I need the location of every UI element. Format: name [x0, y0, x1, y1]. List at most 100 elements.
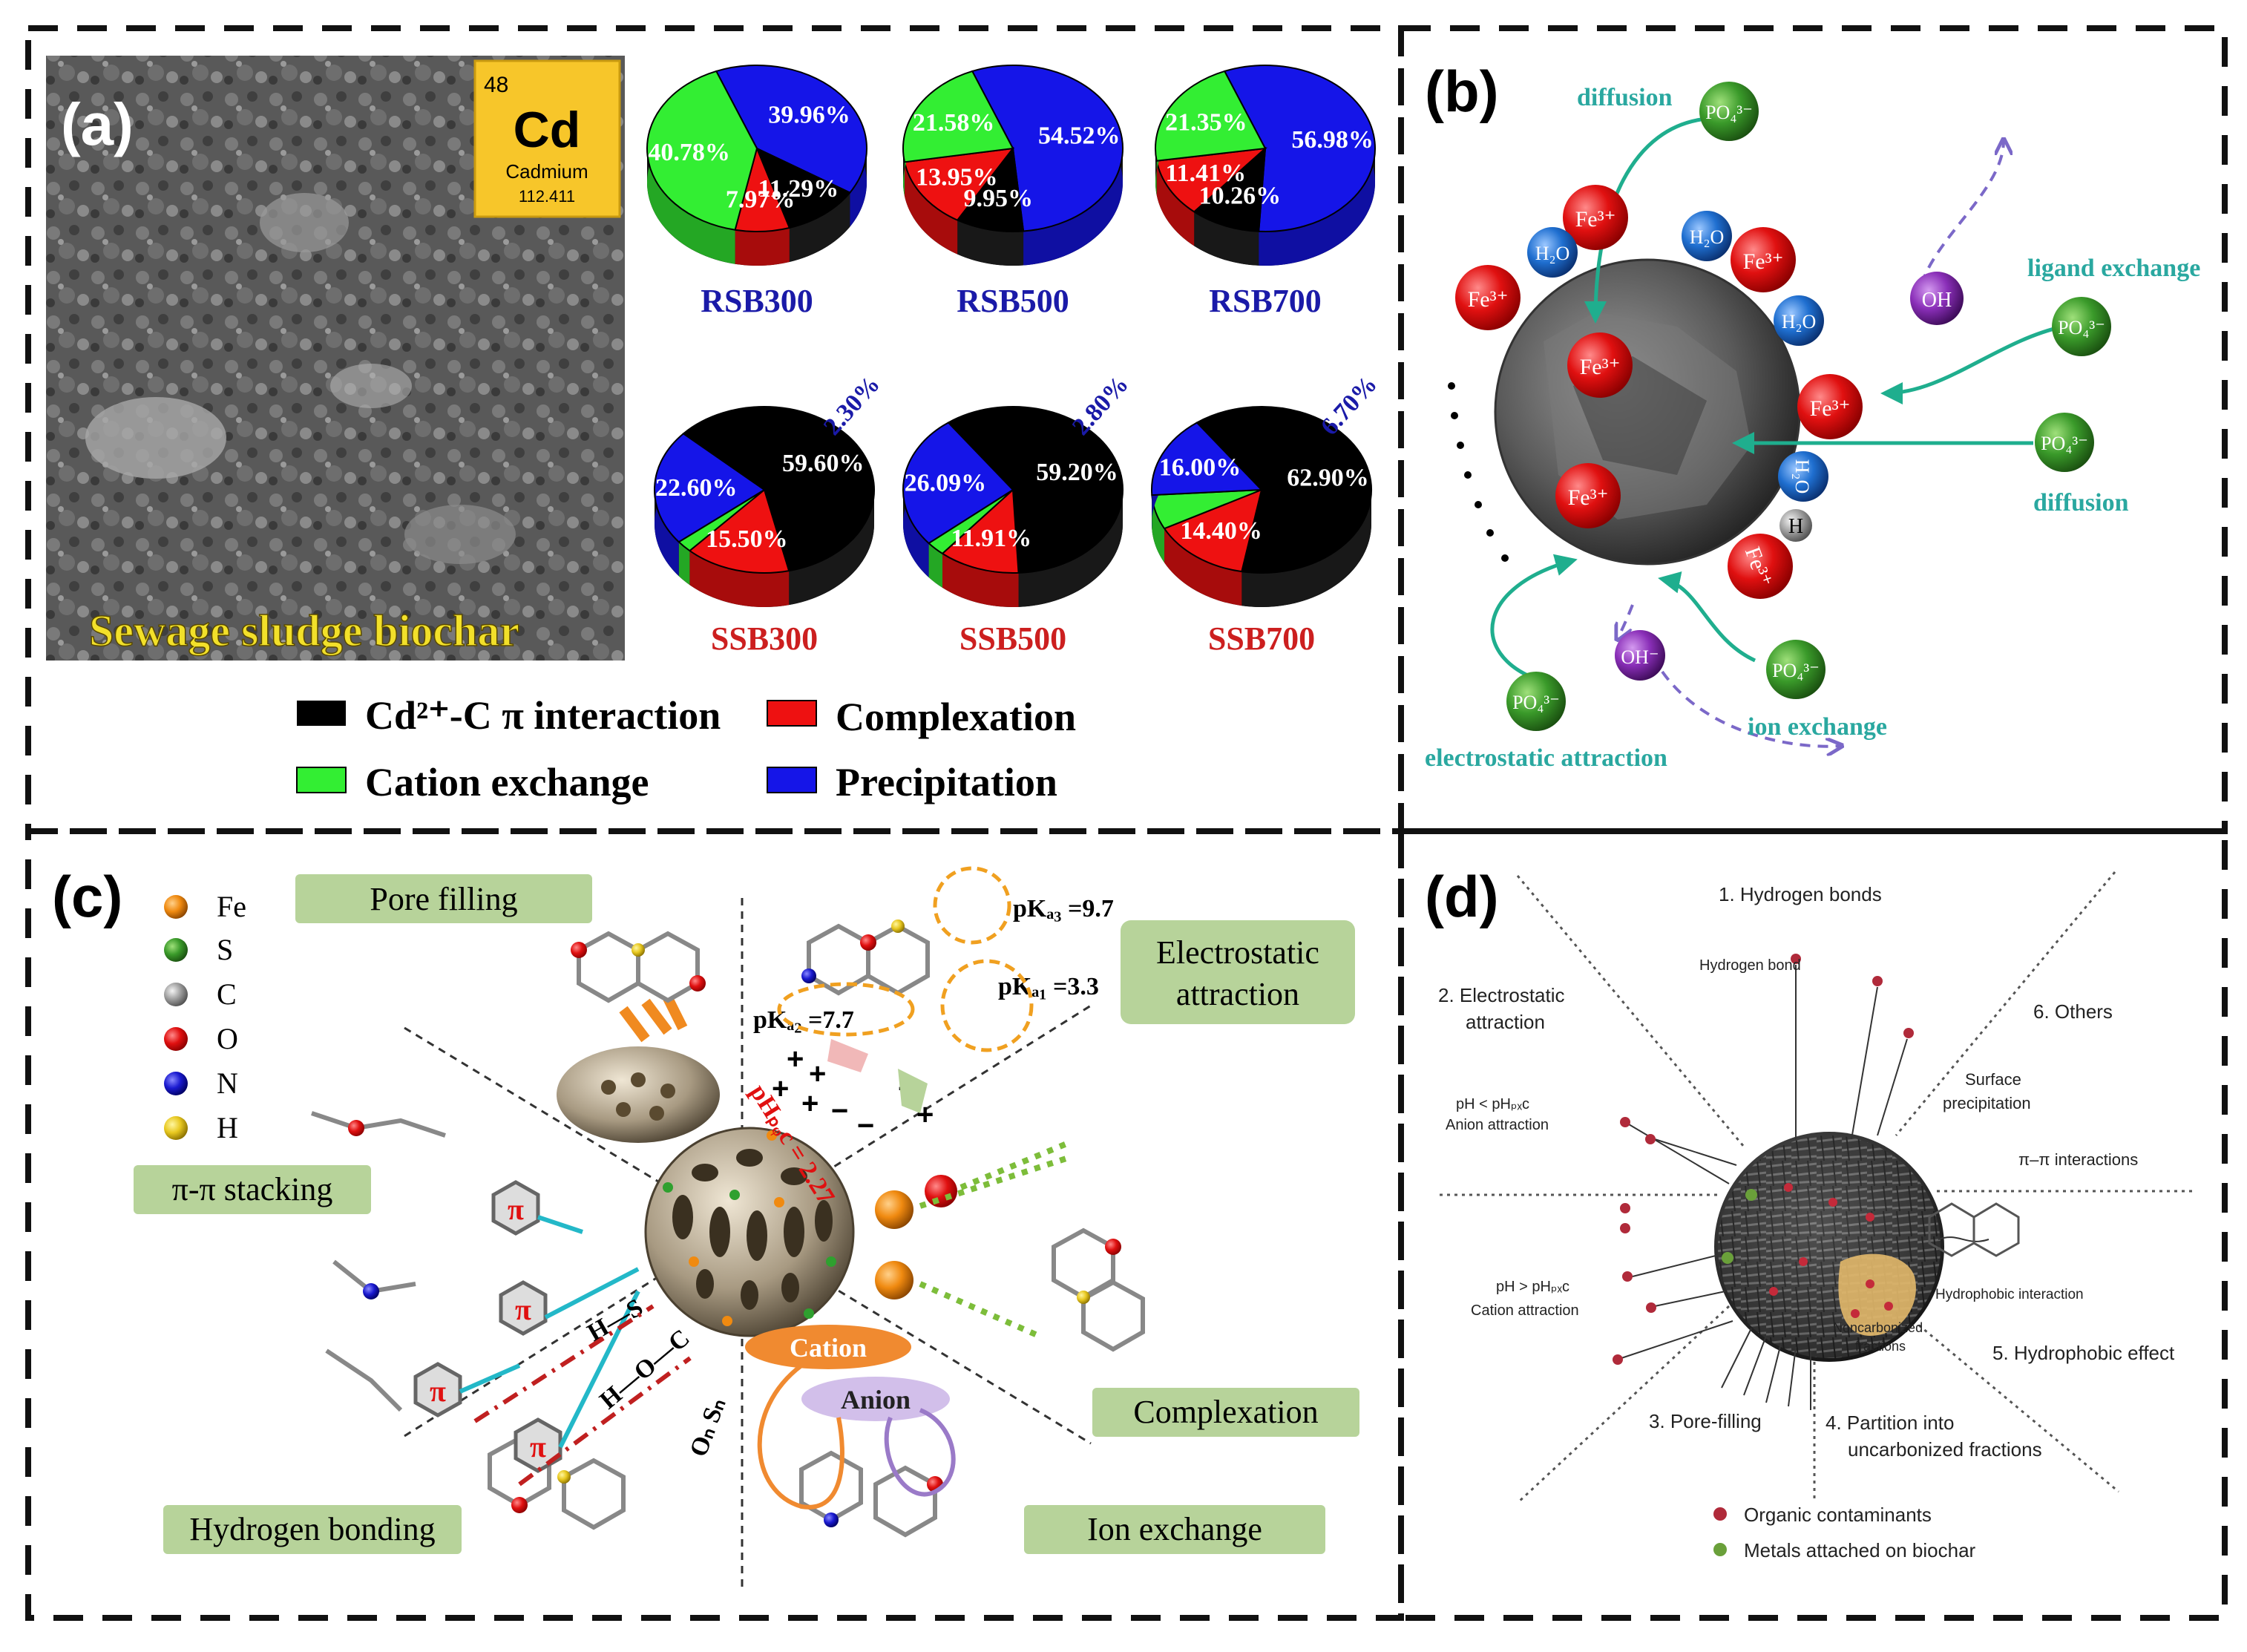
pie-value-label: 56.98% [1291, 126, 1374, 154]
pka1-label: pKₐ₁ =3.3 [998, 973, 1099, 1000]
pie-slice [755, 146, 851, 229]
hydroxide-ion [1615, 630, 1665, 681]
mechanism-labels-c: Pore filling Electrostatic attraction π-… [134, 874, 1359, 1554]
panel-c: (c) Fe S C O N H [52, 864, 1359, 1588]
cadmium-mass: 112.411 [519, 187, 575, 206]
electrostatic-label: Electrostatic [1156, 934, 1319, 971]
h-atom-label: H [1788, 515, 1803, 538]
pie-slice-side [1194, 212, 1259, 266]
contaminant-dots [1613, 954, 1914, 1365]
pie-slice [682, 406, 875, 572]
noncarbonized-label-1: Noncarbonized [1833, 1320, 1923, 1335]
legend-dot-metals [1713, 1543, 1727, 1556]
pie-value-label: 21.35% [1165, 108, 1247, 136]
fe-ion-label: Fe³⁺ [1568, 485, 1609, 510]
pie-value-label: 40.78% [648, 139, 730, 166]
svg-text:+: + [809, 1058, 826, 1090]
fe-ions: Fe³⁺ Fe³⁺ Fe³⁺ Fe³⁺ Fe³⁺ Fe³⁺ Fe³⁺ [1455, 185, 1863, 599]
pie-slice [1195, 406, 1372, 574]
pie-slice [1155, 70, 1267, 162]
svg-text:−: − [857, 1109, 874, 1142]
pie-value-label: 2.30% [819, 370, 885, 440]
low-ph-label: pH < pHₚₓc [1456, 1096, 1529, 1112]
panel-d-label: (d) [1425, 864, 1499, 929]
legend-metals: Metals attached on biochar [1744, 1539, 1976, 1561]
pie-charts: 39.96%11.29%7.97%40.78%RSB30054.52%9.95%… [646, 65, 1382, 657]
label-box [134, 1165, 371, 1214]
svg-text:+: + [787, 1043, 804, 1075]
section-electrostatic-1: 2. Electrostatic [1438, 984, 1565, 1006]
pie-slice [971, 65, 1124, 232]
high-ph-label: pH > pHₚₓc [1496, 1279, 1569, 1295]
pka3-label: pKₐ₃ =9.7 [1013, 895, 1114, 922]
label-box [295, 874, 592, 923]
sector-lines-d [1440, 871, 2197, 1504]
pie-value-label: 54.52% [1038, 122, 1121, 150]
pie-slice [902, 70, 1014, 163]
pie-title: SSB500 [960, 620, 1066, 657]
cadmium-symbol: Cd [514, 102, 581, 158]
pie-slice [903, 147, 1015, 221]
molecule-structures [311, 923, 1145, 1538]
label-ligand-exchange: ligand exchange [2027, 255, 2200, 282]
po4-label: PO₄³⁻ [1705, 102, 1753, 123]
attraction-label: attraction [1176, 976, 1299, 1012]
cadmium-name: Cadmium [505, 160, 588, 183]
hbond-chains [1621, 965, 1990, 1410]
legend-label-complexation: Complexation [836, 695, 1076, 739]
pie-value-label: 11.91% [951, 525, 1032, 552]
pie-slice [956, 146, 1025, 232]
h2o-label: H₂O [1690, 226, 1725, 248]
legend-dot-organic [1713, 1507, 1727, 1521]
surface-label: Surface [1965, 1070, 2021, 1089]
pie-value-label: 21.58% [913, 109, 995, 137]
panel-borders [25, 25, 2228, 1621]
section-electrostatic-2: attraction [1466, 1011, 1545, 1033]
pie-value-label: 15.50% [706, 525, 788, 553]
h2o-label: H₂O [1782, 311, 1817, 332]
pie-slice [654, 433, 766, 543]
pie-value-label: 59.20% [1036, 459, 1118, 486]
atom-legend-label: Fe [217, 890, 246, 923]
section-others: 6. Others [2033, 1000, 2113, 1023]
water-molecules: H₂O H₂O H₂O H₂O H [1527, 211, 1828, 542]
fe-ion-label: Fe³⁺ [1743, 249, 1784, 274]
cation-badge [745, 1325, 911, 1369]
cation-label: Cation [790, 1333, 867, 1363]
pi-symbol: π [530, 1430, 546, 1463]
cadmium-tile [473, 59, 621, 218]
svg-text:+: + [772, 1072, 789, 1105]
panel-b: (b) Fe³⁺ Fe³⁺ Fe³⁺ Fe³⁺ Fe³⁺ Fe³⁺ Fe³⁺ H… [1425, 59, 2200, 772]
section-partition-2: uncarbonized fractions [1848, 1438, 2042, 1461]
label-ion-exchange: ion exchange [1748, 713, 1887, 741]
pie-slice-side [1164, 528, 1242, 606]
labels-d: 1. Hydrogen bonds Hydrogen bond 2. Elect… [1438, 883, 2175, 1561]
pka-labels: pKₐ₃ =9.7 pKₐ₁ =3.3 pKₐ₂ =7.7 pHₚᵩc = 2.… [744, 866, 1114, 1209]
pore-fragment [557, 1046, 720, 1143]
pie-value-label: 2.80% [1067, 370, 1134, 440]
pie-slice [941, 488, 1020, 574]
pie-slice-side [1156, 160, 1195, 246]
pie-slice-side [678, 542, 690, 586]
label-box [1121, 920, 1355, 1024]
pie-slice [947, 406, 1124, 574]
pie-value-label: 16.00% [1159, 453, 1241, 481]
pie-slice-side [735, 227, 790, 266]
pie-slice [1151, 422, 1264, 496]
po4-label: PO₄³⁻ [1772, 660, 1820, 681]
pie-slice-side [904, 162, 958, 255]
phosphate-ions: PO₄³⁻ PO₄³⁻ PO₄³⁻ PO₄³⁻ PO₄³⁻ [1506, 82, 2111, 731]
molecule-atoms [348, 920, 1121, 1527]
hydroxide-ion [1910, 272, 1964, 325]
pie-title: RSB500 [957, 283, 1069, 319]
anion-label: Anion [841, 1385, 911, 1415]
pie-slice [1193, 146, 1267, 232]
legend-organic: Organic contaminants [1744, 1504, 1932, 1526]
po4-label: PO₄³⁻ [2041, 433, 2088, 454]
hydrogen-bond-label: Hydrogen bond [1699, 957, 1801, 974]
hydrogen-bonding-label: Hydrogen bonding [189, 1511, 435, 1547]
hbond-os: Oₙ Sₙ [685, 1394, 731, 1461]
oh-label: OH [1922, 289, 1952, 312]
pi-stacking-rings: π π π π [413, 1180, 640, 1473]
